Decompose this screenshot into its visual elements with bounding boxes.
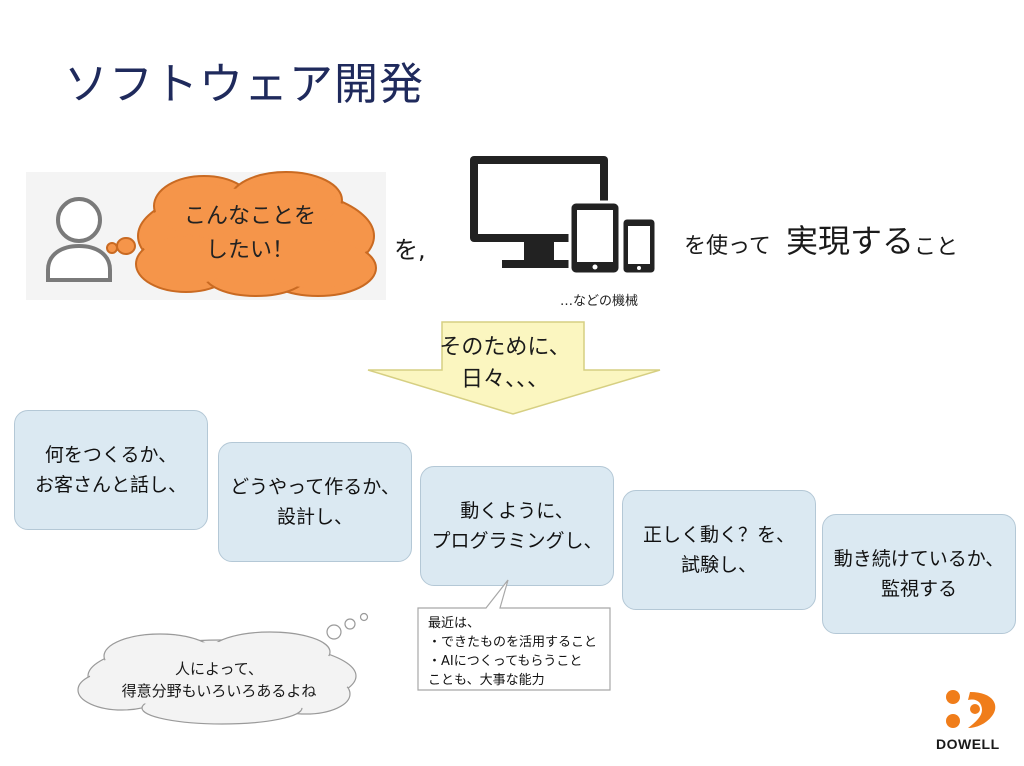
page-title: ソフトウェア開発 <box>64 59 424 110</box>
step-box-talk: 何をつくるか、お客さんと話し、 <box>14 410 208 530</box>
step-box-programming: 動くように、プログラミングし、 <box>420 466 614 586</box>
dowell-logo-icon <box>946 690 996 728</box>
devices-illustration <box>470 156 658 276</box>
koto-text: こと <box>914 235 959 260</box>
usage-text: を使って <box>684 234 771 259</box>
step-box-monitoring: 動き続けているか、監視する <box>822 514 1016 634</box>
brand-name: DOWELL <box>936 736 1000 752</box>
tablet-icon <box>568 200 622 276</box>
realize-text: 実現する <box>786 222 915 260</box>
speech-bubble <box>106 171 377 297</box>
smartphone-icon <box>620 216 658 276</box>
connector-wo: を, <box>394 236 426 264</box>
step-box-design: どうやって作るか、設計し、 <box>218 442 412 562</box>
arrow-text: そのために、 日々、、、 <box>439 335 571 392</box>
down-arrow <box>367 321 661 415</box>
step-box-testing: 正しく動く？を、試験し、 <box>622 490 816 610</box>
devices-caption: …などの機械 <box>560 294 639 309</box>
person-icon <box>46 197 112 282</box>
thought-bubble-text: 人によって、 得意分野もいろいろあるよね <box>121 660 317 700</box>
note-text: 最近は、 ・できたものを活用すること ・AIにつくってもらうこと ことも、大事な… <box>428 616 598 688</box>
speech-bubble-text: こんなことを したい！ <box>183 204 316 263</box>
